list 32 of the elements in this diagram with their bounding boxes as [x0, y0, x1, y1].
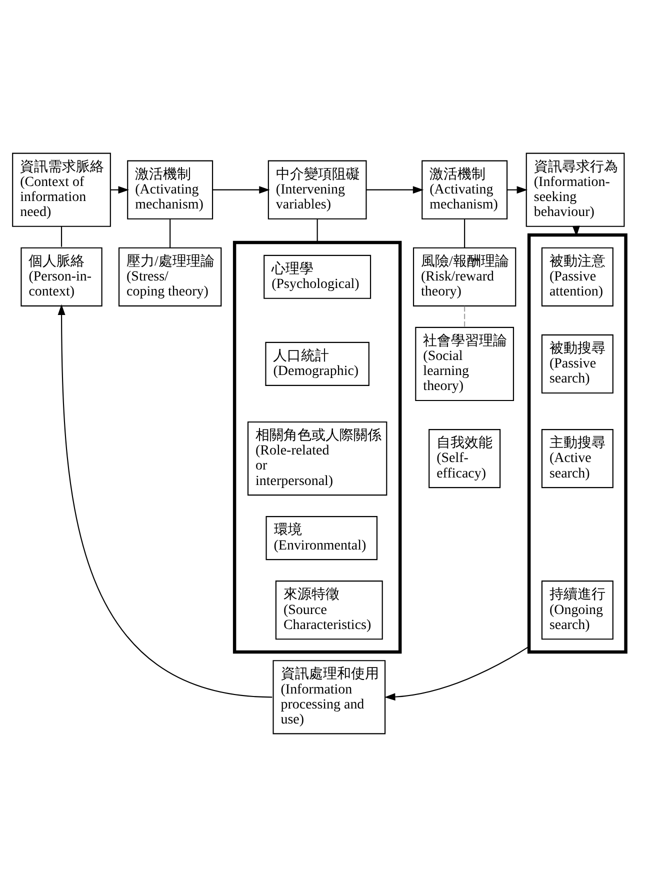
- node-box: 被動注意 (Passive attention): [541, 246, 614, 306]
- node-box: 持續進行 (Ongoing search): [541, 580, 614, 640]
- arrow: [212, 186, 270, 194]
- node-box: 主動搜尋 (Active search): [541, 428, 614, 488]
- connector: [170, 218, 171, 248]
- node-box: 人口統計 (Demographic): [265, 341, 370, 386]
- arrow: [366, 186, 424, 194]
- connector: [316, 218, 318, 242]
- cluster: [232, 240, 402, 654]
- arrow: [507, 186, 528, 194]
- arrow: [58, 304, 272, 698]
- node-box: 被動搜尋 (Passive search): [541, 334, 614, 394]
- node-box: 個人脈絡 (Person-in-context): [20, 246, 102, 306]
- node-box: 資訊處理和使用 (Information processing and use): [272, 660, 386, 734]
- cluster: [527, 232, 628, 654]
- node-box: 激活機制 (Activating mechanism): [127, 160, 214, 219]
- node-box: 環境 (Environmental): [266, 516, 378, 560]
- node-box: 自我效能 (Self-efficacy): [428, 428, 501, 488]
- connector: [60, 226, 62, 246]
- node-box: 來源特徵 (Source Characteristics): [275, 580, 383, 640]
- arrow: [110, 186, 130, 194]
- node-box: 相關角色或人際關係 (Role-related or interpersonal): [247, 420, 388, 496]
- node-box: 社會學習理論 (Social learning theory): [415, 326, 514, 401]
- node-box: 心理學 (Psychological): [264, 254, 372, 298]
- connector: [464, 218, 466, 248]
- arrow: [384, 646, 530, 700]
- node-box: 中介變項阻礙 (Intervening variables): [268, 160, 367, 219]
- node-box: 資訊需求脈絡 (Context of information need): [12, 152, 111, 226]
- node-box: 壓力/處理理論 (Stress/ coping theory): [118, 246, 222, 306]
- connector: [464, 306, 466, 327]
- node-box: 激活機制 (Activating mechanism): [422, 160, 508, 219]
- node-box: 風險/報酬理論 (Risk/reward theory): [412, 246, 516, 306]
